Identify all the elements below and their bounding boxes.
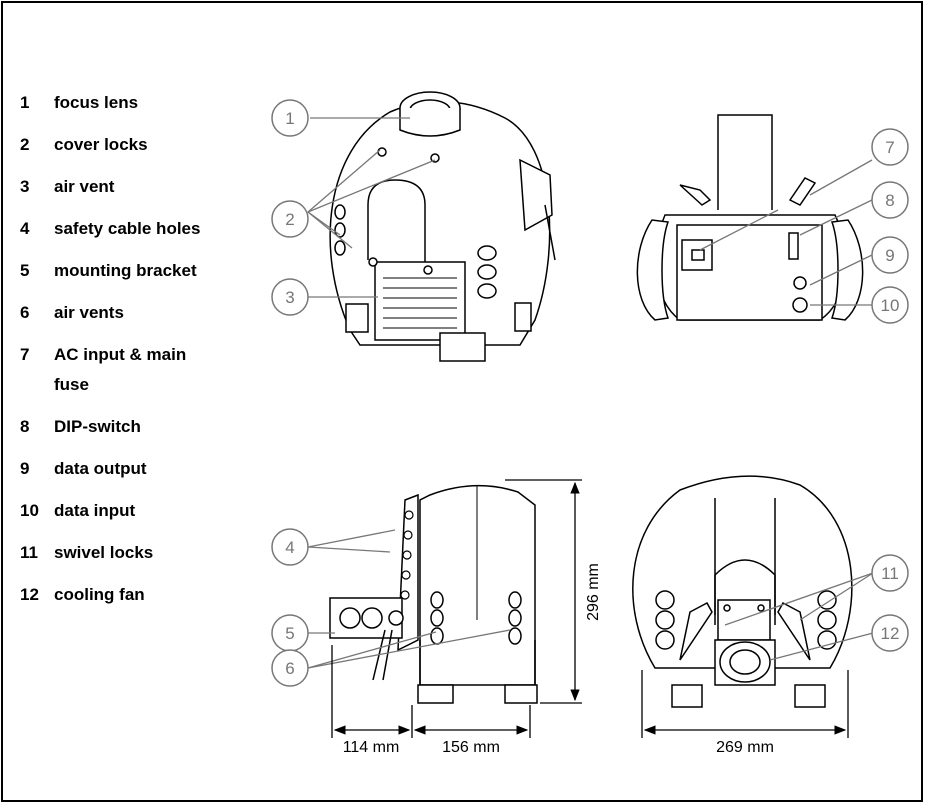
callout-number: 10 — [881, 296, 900, 315]
callout-number: 1 — [285, 109, 294, 128]
side-view — [329, 485, 538, 704]
legend-number: 1 — [20, 93, 30, 112]
callout-7: 7 — [871, 128, 909, 166]
callout-3: 3 — [271, 278, 309, 316]
callout-number: 2 — [285, 210, 294, 229]
legend-item: 2 cover locks — [20, 130, 250, 160]
legend-number: 4 — [20, 219, 30, 238]
legend-item: 6 air vents — [20, 298, 250, 328]
legend-item: 12 cooling fan — [20, 580, 250, 610]
legend-number: 12 — [20, 585, 39, 604]
callout-number: 5 — [285, 624, 294, 643]
legend-number: 7 — [20, 345, 30, 364]
legend-label: data output — [54, 459, 147, 478]
legend-item: 8 DIP-switch — [20, 412, 250, 442]
callout-11: 11 — [871, 554, 909, 592]
callout-2: 2 — [271, 200, 309, 238]
legend-number: 9 — [20, 459, 30, 478]
legend-label: DIP-switch — [54, 417, 141, 436]
legend-label: cover locks — [54, 135, 148, 154]
legend-item: 5 mounting bracket — [20, 256, 250, 286]
legend-label: air vent — [54, 177, 115, 196]
callout-10: 10 — [871, 286, 909, 324]
body-depth-dimension: 156 mm — [442, 739, 500, 756]
legend-label: safety cable holes — [54, 219, 201, 238]
legend-item: 10 data input — [20, 496, 250, 526]
callout-8: 8 — [871, 181, 909, 219]
callout-5: 5 — [271, 614, 309, 652]
legend-item: 1 focus lens — [20, 88, 250, 118]
bracket-depth-dimension: 114 mm — [343, 739, 400, 756]
callout-9: 9 — [871, 236, 909, 274]
legend-item: 9 data output — [20, 454, 250, 484]
callout-1: 1 — [271, 99, 309, 137]
legend-label: mounting bracket — [54, 261, 197, 280]
legend-number: 3 — [20, 177, 30, 196]
callout-number: 12 — [881, 624, 900, 643]
legend-label: air vents — [54, 303, 124, 322]
callout-number: 8 — [885, 191, 894, 210]
legend-item: 4 safety cable holes — [20, 214, 250, 244]
leader-lines — [307, 117, 874, 669]
callout-markers: 1 2 3 4 5 6 7 8 9 10 11 12 — [271, 99, 909, 687]
front-perspective-view — [329, 91, 556, 362]
legend-number: 5 — [20, 261, 30, 280]
callout-number: 4 — [285, 538, 294, 557]
legend-number: 6 — [20, 303, 30, 322]
callout-number: 9 — [885, 246, 894, 265]
callout-6: 6 — [271, 649, 309, 687]
legend-number: 2 — [20, 135, 30, 154]
legend-label: swivel locks — [54, 543, 154, 562]
legend-number: 8 — [20, 417, 30, 436]
legend-label: cooling fan — [54, 585, 145, 604]
callout-4: 4 — [271, 528, 309, 566]
legend-number: 10 — [20, 501, 39, 520]
width-dimension: 269 mm — [716, 739, 774, 756]
dimension-lines — [331, 479, 849, 738]
callout-12: 12 — [871, 614, 909, 652]
front-view — [632, 475, 853, 708]
callout-number: 11 — [881, 564, 899, 583]
rear-view — [636, 114, 864, 321]
legend-label: data input — [54, 501, 136, 520]
callout-number: 3 — [285, 288, 294, 307]
callout-number: 7 — [885, 138, 894, 157]
legend-label: focus lens — [54, 93, 139, 112]
height-dimension: 296 mm — [585, 563, 602, 621]
legend-label: AC input & main fuse — [54, 345, 187, 394]
legend-number: 11 — [20, 543, 38, 562]
parts-legend: 1 focus lens 2 cover locks 3 air vent 4 safe… — [20, 88, 250, 622]
legend-item: 11 swivel locks — [20, 538, 250, 568]
legend-item: 7 AC input & main fuse — [20, 340, 200, 400]
legend-item: 3 air vent — [20, 172, 250, 202]
callout-number: 6 — [285, 659, 294, 678]
